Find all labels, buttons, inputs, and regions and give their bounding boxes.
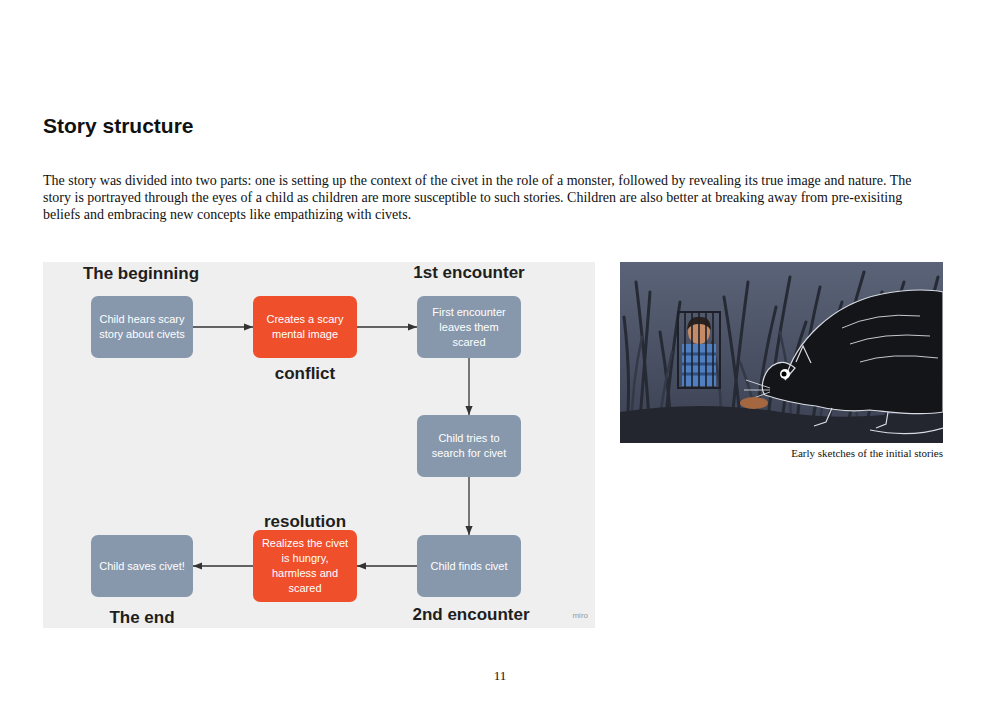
highlight-box: Creates a scary mental image bbox=[253, 296, 357, 358]
civet-ear bbox=[796, 346, 811, 363]
watermark: miro bbox=[540, 611, 588, 620]
process-box: Child finds civet bbox=[417, 535, 521, 597]
flow-arrow bbox=[193, 565, 253, 566]
title-wrap: Story structure bbox=[43, 114, 194, 138]
night-sky bbox=[620, 262, 943, 443]
box-text: Child tries to search for civet bbox=[423, 431, 515, 461]
flow-arrow bbox=[357, 326, 417, 327]
phase-label: 2nd encounter bbox=[391, 605, 551, 625]
highlight-box: Realizes the civet is hungry, harmless a… bbox=[253, 530, 357, 602]
cage-bars bbox=[685, 312, 713, 388]
civet-body bbox=[762, 290, 943, 414]
phase-label: The end bbox=[62, 608, 222, 628]
process-box: First encounter leaves them scared bbox=[417, 296, 521, 358]
box-text: First encounter leaves them scared bbox=[423, 305, 515, 350]
flow-arrow bbox=[357, 565, 417, 566]
page-number: 11 bbox=[470, 668, 530, 684]
flow-arrow bbox=[468, 358, 469, 415]
cage bbox=[678, 312, 720, 388]
flow-arrow bbox=[468, 477, 469, 535]
civet-illustration bbox=[620, 262, 943, 443]
phase-label: 1st encounter bbox=[389, 263, 549, 283]
figure-caption: Early sketches of the initial stories bbox=[620, 447, 943, 459]
flow-arrow bbox=[193, 326, 253, 327]
civet-tail bbox=[870, 428, 943, 434]
process-box: Child tries to search for civet bbox=[417, 415, 521, 477]
civet-legs bbox=[814, 408, 888, 428]
page-title: Story structure bbox=[43, 114, 194, 138]
process-box: Child saves civet! bbox=[91, 535, 193, 597]
body-paragraph: The story was divided into two parts: on… bbox=[43, 172, 936, 223]
civet-stripes bbox=[842, 315, 938, 362]
civet-eye bbox=[780, 369, 790, 379]
civet-pupil bbox=[782, 372, 787, 377]
phase-label: conflict bbox=[225, 364, 385, 384]
box-text: Child hears scary story about civets bbox=[97, 312, 187, 342]
box-text: Child saves civet! bbox=[99, 559, 185, 574]
box-text: Realizes the civet is hungry, harmless a… bbox=[259, 536, 351, 596]
civet-whiskers bbox=[744, 380, 770, 400]
food bbox=[740, 397, 768, 409]
box-text: Creates a scary mental image bbox=[259, 312, 351, 342]
process-box: Child hears scary story about civets bbox=[91, 296, 193, 358]
box-text: Child finds civet bbox=[430, 559, 507, 574]
phase-label: resolution bbox=[225, 512, 385, 532]
phase-label: The beginning bbox=[61, 264, 221, 284]
